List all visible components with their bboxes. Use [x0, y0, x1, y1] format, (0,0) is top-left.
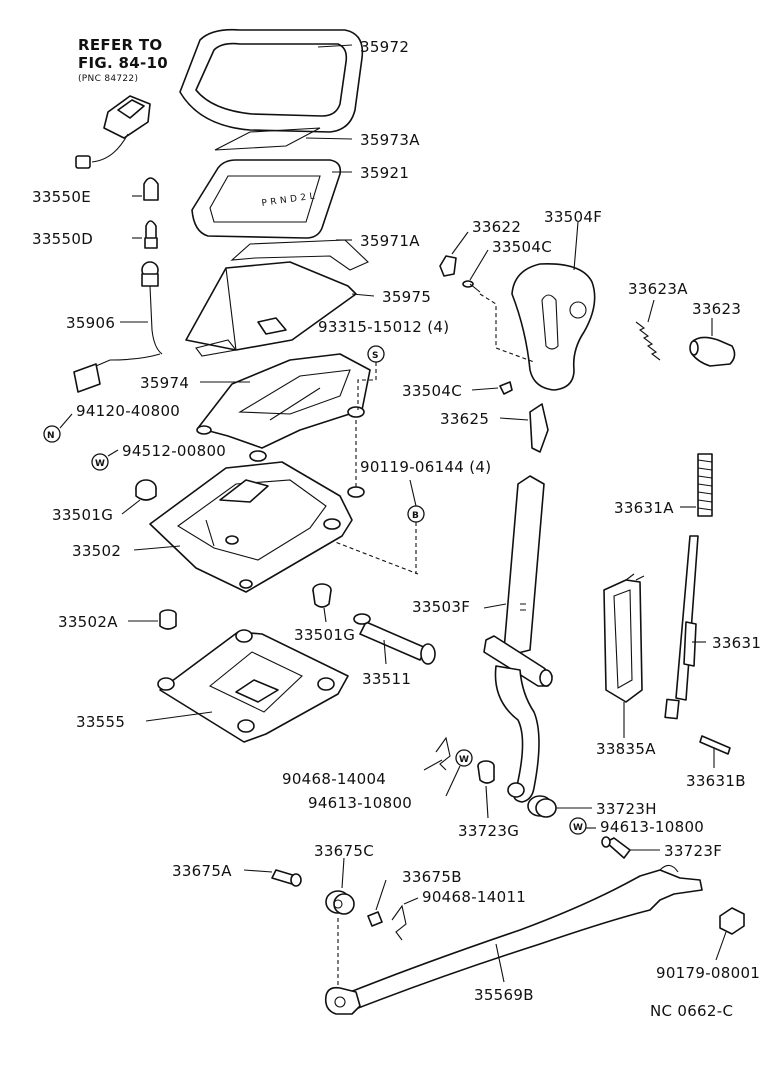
part-33501G-bushing-b-drawing [312, 583, 332, 608]
label-33631B: 33631B [686, 772, 746, 790]
part-33511-pin-drawing [353, 613, 436, 665]
part-35974-indicator-housing-drawing [196, 353, 371, 462]
label-33723H: 33723H [596, 800, 657, 818]
part-33631-rod-drawing [664, 535, 699, 720]
part-33631A-threaded-rod-drawing [697, 453, 713, 517]
label-33501G-b: 33501G [294, 626, 355, 644]
svg-text:N: N [47, 431, 55, 441]
label-94120-40800: 94120-40800 [76, 402, 180, 420]
part-33723G-bushing-drawing [477, 760, 495, 784]
part-35972-cover-drawing [179, 28, 364, 133]
part-35921-indicator-drawing: P R N D 2 L [191, 159, 342, 239]
label-94613-10800-b: 94613-10800 [600, 818, 704, 836]
part-35906-wire-harness-drawing [73, 261, 163, 393]
part-33555-plate-drawing [157, 629, 349, 743]
label-35971A: 35971A [360, 232, 420, 250]
part-33723F-drawing [601, 836, 631, 859]
svg-text:W: W [459, 755, 469, 765]
symbol-w-b: W [569, 817, 587, 835]
symbol-b: B [407, 505, 425, 523]
part-33501G-bushing-a-drawing [135, 479, 157, 501]
label-33502: 33502 [72, 542, 121, 560]
reference-note: REFER TO FIG. 84-10 (PNC 84722) [78, 36, 168, 84]
label-90119-06144: 90119-06144 (4) [360, 458, 491, 476]
label-35972: 35972 [360, 38, 409, 56]
part-33631B-pin-drawing [699, 735, 731, 755]
label-90468-14011: 90468-14011 [422, 888, 526, 906]
part-90468-14011-clip-drawing [391, 904, 407, 941]
label-33675A: 33675A [172, 862, 232, 880]
label-94512-00800: 94512-00800 [122, 442, 226, 460]
reference-note-line2: FIG. 84-10 [78, 54, 168, 72]
label-33504C-b: 33504C [402, 382, 462, 400]
label-33623A: 33623A [628, 280, 688, 298]
part-33622-drawing [439, 255, 457, 277]
label-35975: 35975 [382, 288, 431, 306]
part-33504F-knob-drawing [511, 263, 596, 391]
part-33675C-bushing-drawing [325, 890, 355, 915]
part-33502A-drawing [159, 609, 177, 630]
reference-note-line3: (PNC 84722) [78, 74, 138, 84]
label-33631: 33631 [712, 634, 761, 652]
label-90179-08001: 90179-08001 [656, 964, 760, 982]
part-90179-08001-nut-drawing [719, 907, 745, 935]
label-33555: 33555 [76, 713, 125, 731]
part-33502-base-plate-drawing [149, 461, 365, 593]
part-35569B-rod-drawing [324, 864, 703, 1015]
label-33723F: 33723F [664, 842, 722, 860]
label-33623: 33623 [692, 300, 741, 318]
part-35975-housing-drawing [185, 261, 357, 357]
label-94613-10800-a: 94613-10800 [308, 794, 412, 812]
part-33623A-spring-drawing [635, 321, 661, 361]
label-33502A: 33502A [58, 613, 118, 631]
svg-text:W: W [95, 459, 105, 469]
svg-text:S: S [372, 351, 379, 361]
footer-code: NC 0662-C [650, 1002, 733, 1020]
part-35973A-gasket-drawing [214, 127, 321, 151]
label-33550D: 33550D [32, 230, 93, 248]
part-35971A-seal-drawing [230, 239, 369, 271]
part-33550D-bulb-drawing [144, 220, 158, 249]
part-33504C-screw-a-drawing [462, 280, 481, 293]
switch-assembly-drawing [75, 95, 151, 169]
part-33675A-bolt-drawing [271, 869, 302, 887]
symbol-w: W [91, 453, 109, 471]
part-33504C-screw-b-drawing [499, 381, 513, 395]
part-90468-14004-clip-drawing [435, 736, 451, 771]
part-33675B-drawing [367, 911, 383, 927]
label-33550E: 33550E [32, 188, 91, 206]
symbol-s: S [367, 345, 385, 363]
svg-text:W: W [573, 823, 583, 833]
part-33835A-plate-drawing [603, 573, 645, 703]
svg-text:B: B [412, 511, 419, 521]
label-33504C-a: 33504C [492, 238, 552, 256]
label-33835A: 33835A [596, 740, 656, 758]
reference-note-line1: REFER TO [78, 36, 162, 54]
label-33622: 33622 [472, 218, 521, 236]
part-33723H-bushing-drawing [527, 795, 557, 818]
part-33550E-bulb-drawing [143, 177, 159, 201]
label-93315-15012: 93315-15012 (4) [318, 318, 449, 336]
symbol-n: N [43, 425, 61, 443]
label-33504F: 33504F [544, 208, 602, 226]
label-33625: 33625 [440, 410, 489, 428]
label-33631A: 33631A [614, 499, 674, 517]
label-33675C: 33675C [314, 842, 374, 860]
label-35973A: 35973A [360, 131, 420, 149]
part-33503F-lever-drawing [483, 475, 553, 803]
symbol-w-a: W [455, 749, 473, 767]
label-33511: 33511 [362, 670, 411, 688]
label-33675B: 33675B [402, 868, 462, 886]
part-33623-button-drawing [689, 336, 736, 367]
label-33723G: 33723G [458, 822, 519, 840]
label-33501G-a: 33501G [52, 506, 113, 524]
label-35921: 35921 [360, 164, 409, 182]
label-90468-14004: 90468-14004 [282, 770, 386, 788]
label-35906: 35906 [66, 314, 115, 332]
label-35569B: 35569B [474, 986, 534, 1004]
label-35974: 35974 [140, 374, 189, 392]
label-33503F: 33503F [412, 598, 470, 616]
part-33625-drawing [529, 403, 549, 453]
